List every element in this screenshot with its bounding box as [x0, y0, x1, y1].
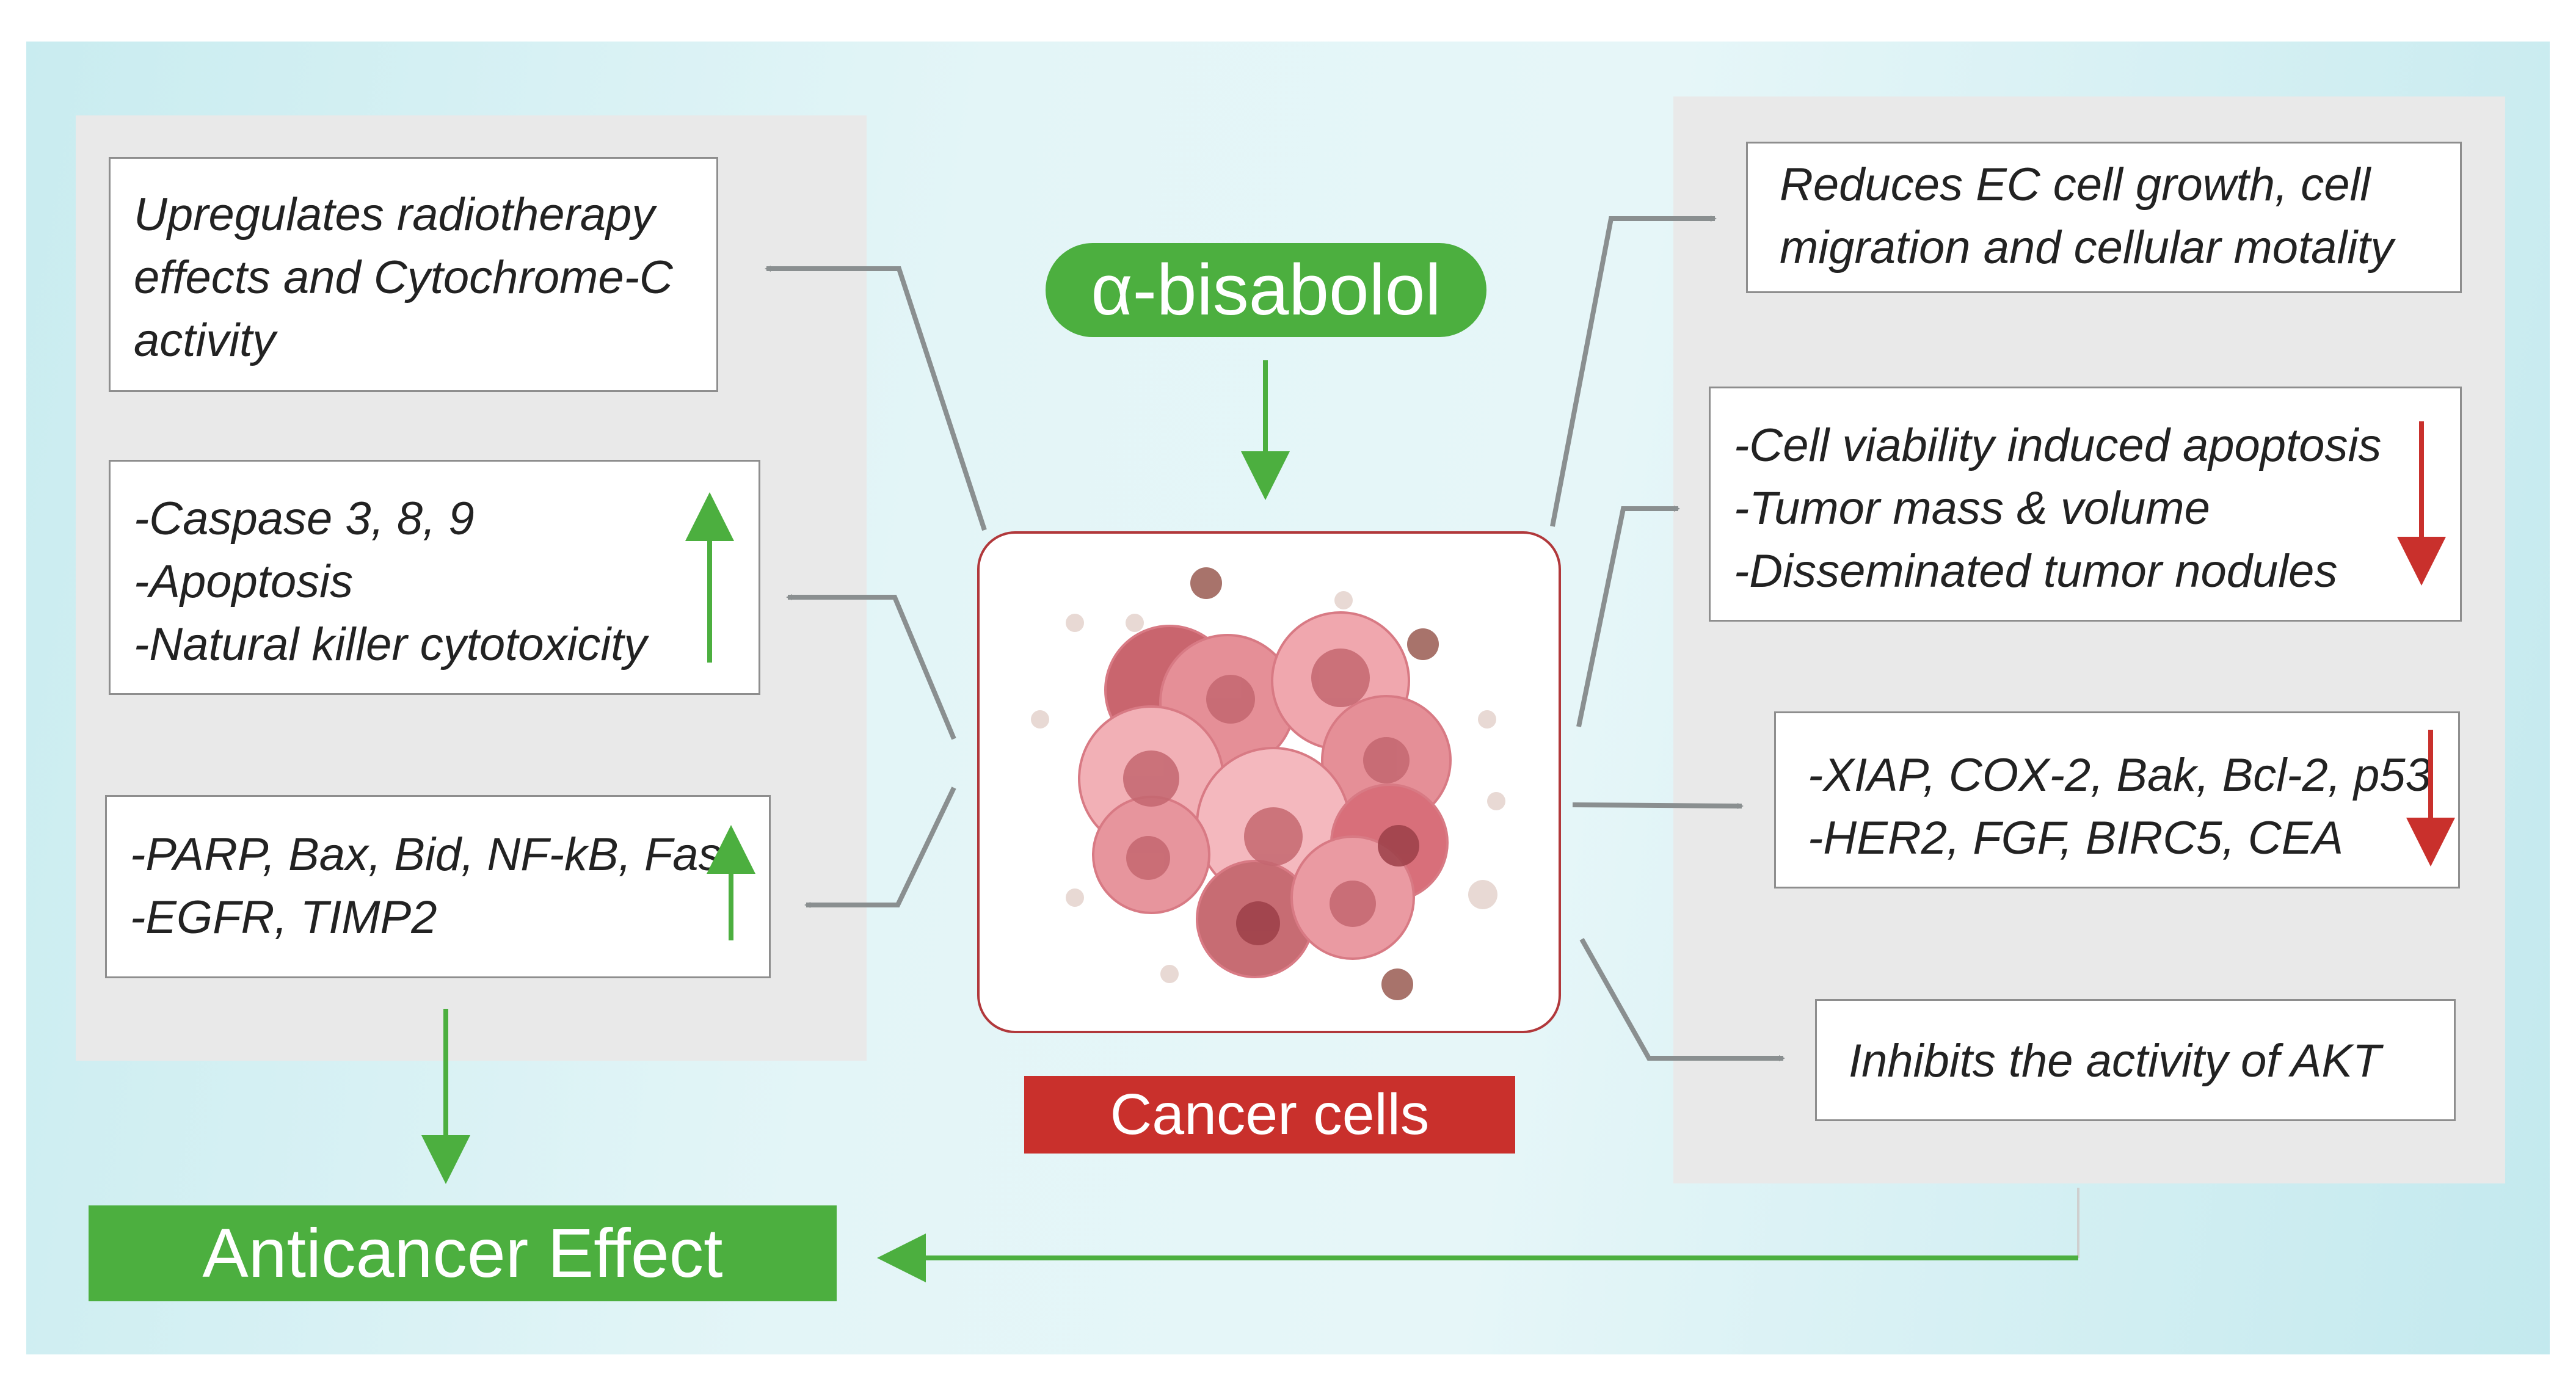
left-box-caspase: -Caspase 3, 8, 9 -Apoptosis -Natural kil… — [109, 460, 760, 695]
box-line: migration and cellular motality — [1780, 222, 2394, 274]
right-box-ec-growth: Reduces EC cell growth, cell migration a… — [1746, 142, 2462, 293]
box-line: -Apoptosis — [134, 556, 354, 608]
box-line: -Caspase 3, 8, 9 — [134, 493, 475, 545]
box-line: effects and Cytochrome-C — [134, 252, 673, 303]
left-connectors — [765, 266, 987, 908]
anticancer-effect-label: Anticancer Effect — [89, 1205, 837, 1301]
box-line: -Tumor mass & volume — [1734, 482, 2210, 534]
box-line: -HER2, FGF, BIRC5, CEA — [1808, 812, 2344, 864]
box-line: Upregulates radiotherapy — [134, 189, 655, 241]
box-line: -EGFR, TIMP2 — [130, 892, 437, 943]
right-connectors — [1550, 216, 1785, 1061]
left-box-radiotherapy: Upregulates radiotherapy effects and Cyt… — [109, 157, 718, 392]
right-box-akt: Inhibits the activity of AKT — [1815, 999, 2456, 1121]
box-line: -Cell viability induced apoptosis — [1734, 420, 2382, 471]
right-box-viability: -Cell viability induced apoptosis -Tumor… — [1709, 387, 2462, 622]
box-line: -PARP, Bax, Bid, NF-kB, Fas — [130, 829, 722, 881]
box-line: -Natural killer cytotoxicity — [134, 619, 647, 670]
left-box-parp: -PARP, Bax, Bid, NF-kB, Fas -EGFR, TIMP2 — [105, 795, 771, 978]
box-line: -XIAP, COX-2, Bak, Bcl-2, p53 — [1808, 749, 2431, 801]
box-line: activity — [134, 314, 276, 366]
cancer-cells-label: Cancer cells — [1024, 1076, 1515, 1154]
cancer-cell-cluster-icon — [1031, 567, 1505, 1000]
right-box-xiap: -XIAP, COX-2, Bak, Bcl-2, p53 -HER2, FGF… — [1774, 711, 2460, 888]
box-line: Reduces EC cell growth, cell — [1780, 159, 2371, 211]
compound-label: α-bisabolol — [1046, 243, 1486, 337]
box-line: Inhibits the activity of AKT — [1849, 1035, 2381, 1087]
box-line: -Disseminated tumor nodules — [1734, 545, 2338, 597]
